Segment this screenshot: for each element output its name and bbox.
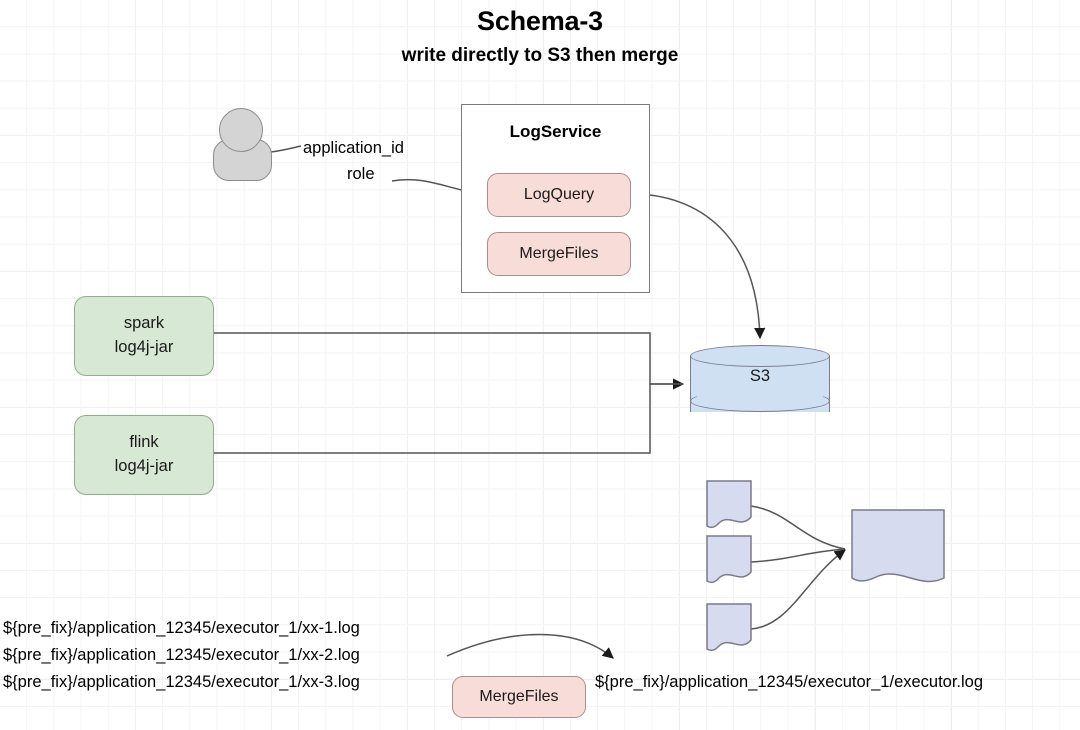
edge-doc3-to-merged: [750, 549, 846, 630]
s3-cylinder-bottom: [690, 390, 830, 412]
producer-spark-line2: log4j-jar: [114, 338, 174, 356]
edge-flink-to-s3: [214, 383, 683, 454]
doc-3-shape: [706, 603, 752, 652]
edge-doc2-to-merged: [750, 548, 846, 563]
page-title: Schema-3: [477, 6, 603, 36]
doc-merged-shape: [851, 509, 945, 583]
doc-2-shape: [706, 535, 752, 584]
input-log-path-3: ${pre_fix}/application_12345/executor_1/…: [3, 673, 360, 691]
mergefiles-node[interactable]: MergeFiles: [487, 232, 631, 276]
mergefiles-bottom-node[interactable]: MergeFiles: [452, 676, 586, 718]
producer-spark-line1: spark: [123, 314, 165, 333]
producer-flink-line1: flink: [129, 433, 159, 452]
s3-label: S3: [749, 367, 771, 385]
user-actor-head: [219, 108, 263, 152]
edge-actor-to-label: [270, 145, 302, 153]
producer-node-spark[interactable]: spark log4j-jar: [74, 296, 214, 376]
input-log-path-1: ${pre_fix}/application_12345/executor_1/…: [3, 619, 360, 637]
input-log-path-2: ${pre_fix}/application_12345/executor_1/…: [3, 646, 360, 664]
s3-storage-node[interactable]: S3: [690, 345, 830, 423]
producer-flink-line2: log4j-jar: [114, 457, 174, 475]
doc-1-shape: [706, 480, 752, 529]
edge-spark-to-s3: [214, 332, 685, 390]
output-log-path: ${pre_fix}/application_12345/executor_1/…: [595, 673, 984, 691]
edge-logpaths-to-output: [446, 633, 614, 659]
page-subtitle: write directly to S3 then merge: [401, 45, 679, 66]
logservice-title: LogService: [509, 122, 602, 141]
edge-logquery-to-s3: [630, 193, 766, 340]
edge-doc1-to-merged: [750, 505, 846, 550]
edge-label-application-id: application_id: [303, 139, 404, 157]
producer-node-flink[interactable]: flink log4j-jar: [74, 415, 214, 495]
s3-cylinder-top: [690, 345, 830, 367]
logquery-node[interactable]: LogQuery: [487, 173, 631, 217]
edge-label-role: role: [347, 165, 375, 183]
